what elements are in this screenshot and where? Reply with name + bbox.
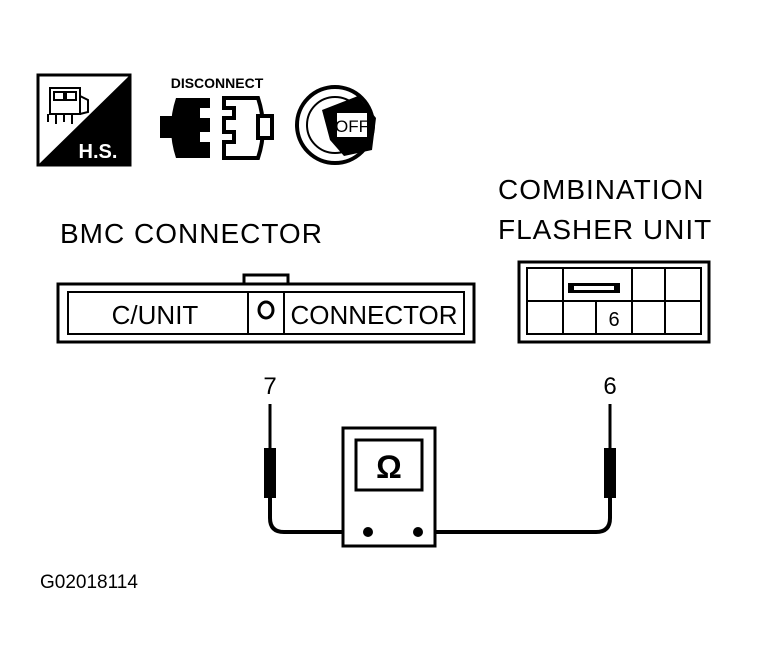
right-test-lead xyxy=(418,404,616,534)
terminal-7-label: 7 xyxy=(263,373,276,400)
ignition-off-icon: OFF xyxy=(295,85,376,165)
flasher-connector: 6 xyxy=(517,260,711,344)
meter-jack-left xyxy=(363,527,373,537)
figure-id: G02018114 xyxy=(40,572,138,593)
terminal-6-label: 6 xyxy=(603,373,616,400)
disconnect-icon: DISCONNECT xyxy=(160,75,274,160)
flasher-cavity-6: 6 xyxy=(608,309,619,331)
bmc-cunit-label: C/UNIT xyxy=(112,300,199,330)
disconnect-label: DISCONNECT xyxy=(171,75,264,91)
ohmmeter: Ω xyxy=(341,426,437,548)
bmc-connector: C/UNIT CONNECTOR xyxy=(56,273,476,344)
harness-side-icon: H.S. xyxy=(36,73,132,167)
flasher-title-line2: FLASHER UNIT xyxy=(498,214,712,245)
ignition-off-label: OFF xyxy=(335,117,369,136)
bmc-connector-title: BMC CONNECTOR xyxy=(60,218,323,249)
meter-jack-right xyxy=(413,527,423,537)
left-test-lead xyxy=(264,404,365,534)
bmc-connector-label: CONNECTOR xyxy=(290,300,457,330)
ohm-symbol: Ω xyxy=(376,449,402,485)
hs-label: H.S. xyxy=(79,141,118,163)
flasher-title-line1: COMBINATION xyxy=(498,174,704,205)
